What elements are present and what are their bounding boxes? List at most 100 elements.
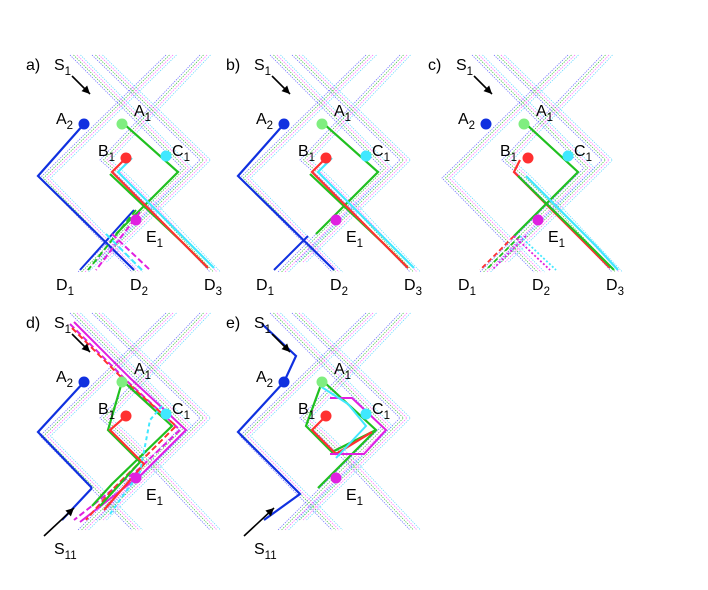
d2-label: D2: [330, 277, 348, 298]
c1-label-main: C: [172, 143, 184, 160]
a1-label-main: A: [334, 361, 345, 378]
waveguide-grid: [482, 54, 596, 273]
waveguide-grid: [475, 54, 589, 273]
a2-label-main: A: [256, 111, 267, 128]
a2-label-main: A: [458, 111, 469, 128]
cyan-path: [525, 175, 619, 271]
s1-label: S1: [456, 57, 473, 78]
red-branch: [479, 235, 515, 271]
waveguide-grid: [246, 54, 374, 273]
waveguide-grid: [500, 54, 610, 263]
s1-label-main: S: [456, 57, 467, 74]
s11-label-main: S: [254, 541, 265, 558]
b1-label-main: B: [98, 143, 109, 160]
waveguide-grid: [306, 54, 418, 273]
a2-label: A2: [458, 111, 475, 132]
d1-label-main: D: [56, 277, 68, 294]
a1-label-main: A: [134, 361, 145, 378]
waveguide-grid: [280, 54, 394, 273]
waveguide-grid: [76, 54, 190, 273]
waveguide-grid: [49, 54, 177, 273]
a2-label: A2: [256, 369, 273, 390]
waveguide-grid: [306, 312, 418, 531]
waveguide-grid: [102, 54, 212, 263]
e1-label-main: E: [548, 229, 559, 246]
e1-label-main: E: [146, 487, 157, 504]
waveguide-grid: [273, 312, 387, 531]
e1-label-subscript: 1: [157, 496, 163, 508]
input-arrow: [271, 333, 291, 353]
waveguide-grid: [95, 54, 205, 263]
e1-dot: [330, 472, 342, 484]
s1-label-subscript: 1: [65, 324, 71, 336]
d1-label: D1: [256, 277, 274, 298]
a2-dot: [278, 376, 290, 388]
s1-label-subscript: 1: [65, 66, 71, 78]
c1-dot: [360, 408, 372, 420]
input-arrow: [71, 333, 91, 353]
blue-path: [236, 323, 302, 521]
waveguide-grid: [295, 312, 405, 521]
d2-label-subscript: 2: [142, 286, 148, 298]
b1-label-subscript: 1: [309, 410, 315, 422]
waveguide-grid: [49, 312, 177, 531]
a2-label-subscript: 2: [267, 120, 273, 132]
waveguide-grid: [246, 312, 374, 531]
red-path: [310, 157, 409, 269]
green-loop: [315, 123, 380, 235]
e1-label: E1: [346, 229, 363, 250]
waveguide-grid: [109, 54, 221, 273]
waveguide-grid: [276, 54, 390, 273]
d2-label-main: D: [130, 277, 142, 294]
a2-dot: [78, 118, 90, 130]
d2-label: D2: [130, 277, 148, 298]
input-arrow-s11: [43, 507, 75, 537]
d3-label: D3: [404, 277, 422, 298]
d1-label: D1: [56, 277, 74, 298]
cyan-path: [116, 157, 215, 269]
s11-label: S11: [254, 541, 277, 562]
b1-label: B1: [98, 401, 115, 422]
d2-label: D2: [532, 277, 550, 298]
waveguide-grid: [309, 312, 421, 531]
a2-label: A2: [56, 111, 73, 132]
panel-label: c): [428, 57, 441, 74]
waveguide-grid: [302, 54, 412, 263]
e1-label: E1: [146, 229, 163, 250]
cyan-path: [319, 385, 368, 459]
waveguide-grid: [299, 312, 411, 531]
a2-label: A2: [56, 369, 73, 390]
b1-label: B1: [98, 143, 115, 164]
b1-label-main: B: [298, 401, 309, 418]
e1-dot: [130, 214, 142, 226]
waveguide-grid: [109, 312, 221, 531]
blue-branch: [273, 235, 309, 271]
magenta-path: [69, 323, 182, 521]
waveguide-grid: [298, 54, 408, 263]
c1-label-subscript: 1: [384, 410, 390, 422]
s1-label-subscript: 1: [265, 66, 271, 78]
a2-label-subscript: 2: [267, 378, 273, 390]
waveguide-grid: [511, 54, 623, 273]
c1-label-main: C: [372, 143, 384, 160]
s11-label-subscript: 11: [265, 550, 277, 562]
c1-label-subscript: 1: [384, 152, 390, 164]
e1-label: E1: [146, 487, 163, 508]
input-arrow-s11: [243, 507, 275, 537]
e1-dot: [532, 214, 544, 226]
a1-label-subscript: 1: [145, 370, 151, 382]
e1-label-main: E: [146, 229, 157, 246]
c1-dot: [562, 150, 574, 162]
a1-label-subscript: 1: [345, 112, 351, 124]
b1-label-main: B: [298, 143, 309, 160]
d3-label: D3: [204, 277, 222, 298]
e1-label: E1: [548, 229, 565, 250]
c1-label: C1: [372, 143, 390, 164]
a1-label: A1: [536, 103, 553, 124]
e1-dot: [130, 472, 142, 484]
cyan-path: [109, 405, 163, 515]
